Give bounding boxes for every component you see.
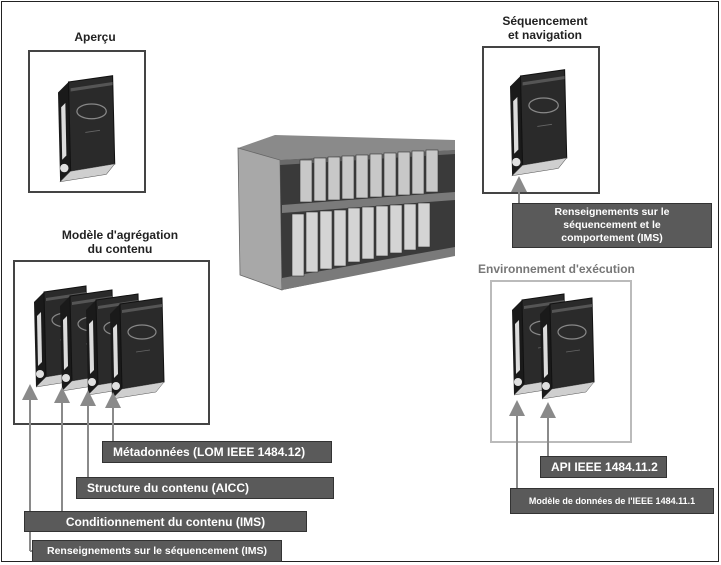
title-modele-line1: Modèle d'agrégation: [61, 228, 179, 242]
title-environnement: Environnement d'exécution: [478, 262, 635, 276]
label-api: API IEEE 1484.11.2: [540, 456, 667, 478]
apercu-book-icon: [57, 75, 116, 183]
title-sequencement: Séquencement et navigation: [480, 14, 610, 42]
label-renseignements-comportement: Renseignements sur le séquencement et le…: [512, 203, 712, 248]
label-metadonnees: Métadonnées (LOM IEEE 1484.12): [102, 441, 332, 463]
label-rc-line3: comportement (IMS): [561, 232, 663, 244]
bookshelf-icon: [237, 135, 455, 291]
title-apercu: Aperçu: [74, 30, 116, 44]
title-sequencement-line2: et navigation: [507, 28, 582, 42]
environnement-box: [490, 280, 632, 443]
title-modele-agregation: Modèle d'agrégation du contenu: [40, 228, 200, 256]
sequencement-box: [482, 46, 600, 194]
sequencement-book-icon: [509, 69, 568, 177]
environnement-arrows: [509, 400, 556, 498]
modele-agregation-box: [13, 260, 210, 425]
apercu-box: [28, 50, 146, 193]
title-sequencement-line1: Séquencement: [502, 14, 588, 28]
label-rc-line2: séquencement et le: [563, 219, 661, 231]
label-rc-line1: Renseignements sur le: [554, 206, 670, 218]
label-structure: Structure du contenu (AICC): [76, 477, 334, 499]
modele-books-icon: [33, 285, 165, 400]
label-modele-donnees: Modèle de données de l'IEEE 1484.11.1: [510, 488, 714, 514]
label-renseignements-seq: Renseignements sur le séquencement (IMS): [32, 540, 282, 562]
environnement-books-icon: [511, 293, 595, 400]
title-modele-line2: du contenu: [87, 242, 153, 256]
label-conditionnement: Conditionnement du contenu (IMS): [24, 511, 307, 532]
